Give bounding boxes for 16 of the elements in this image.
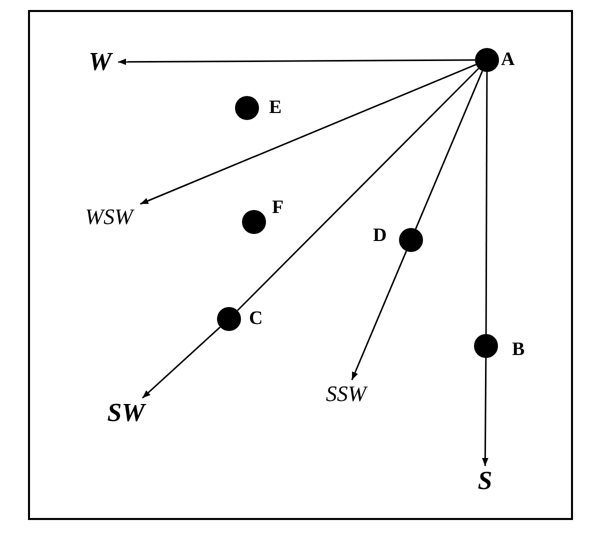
direction-label: W [87, 48, 114, 76]
arrow [140, 64, 476, 205]
direction-label: WSW [84, 204, 136, 230]
direction-label: S [476, 466, 494, 496]
arrow [351, 250, 408, 380]
direction-label: SSW [324, 380, 369, 408]
point-label: A [501, 50, 515, 70]
arrow [142, 326, 221, 399]
point-label: D [373, 226, 387, 246]
point-label: E [269, 98, 282, 118]
point-label: B [512, 340, 525, 360]
arrow [118, 58, 475, 66]
point-label: C [249, 309, 263, 329]
direction-label: SW [106, 398, 148, 428]
arrow [482, 358, 488, 466]
point-label: F [272, 198, 284, 218]
